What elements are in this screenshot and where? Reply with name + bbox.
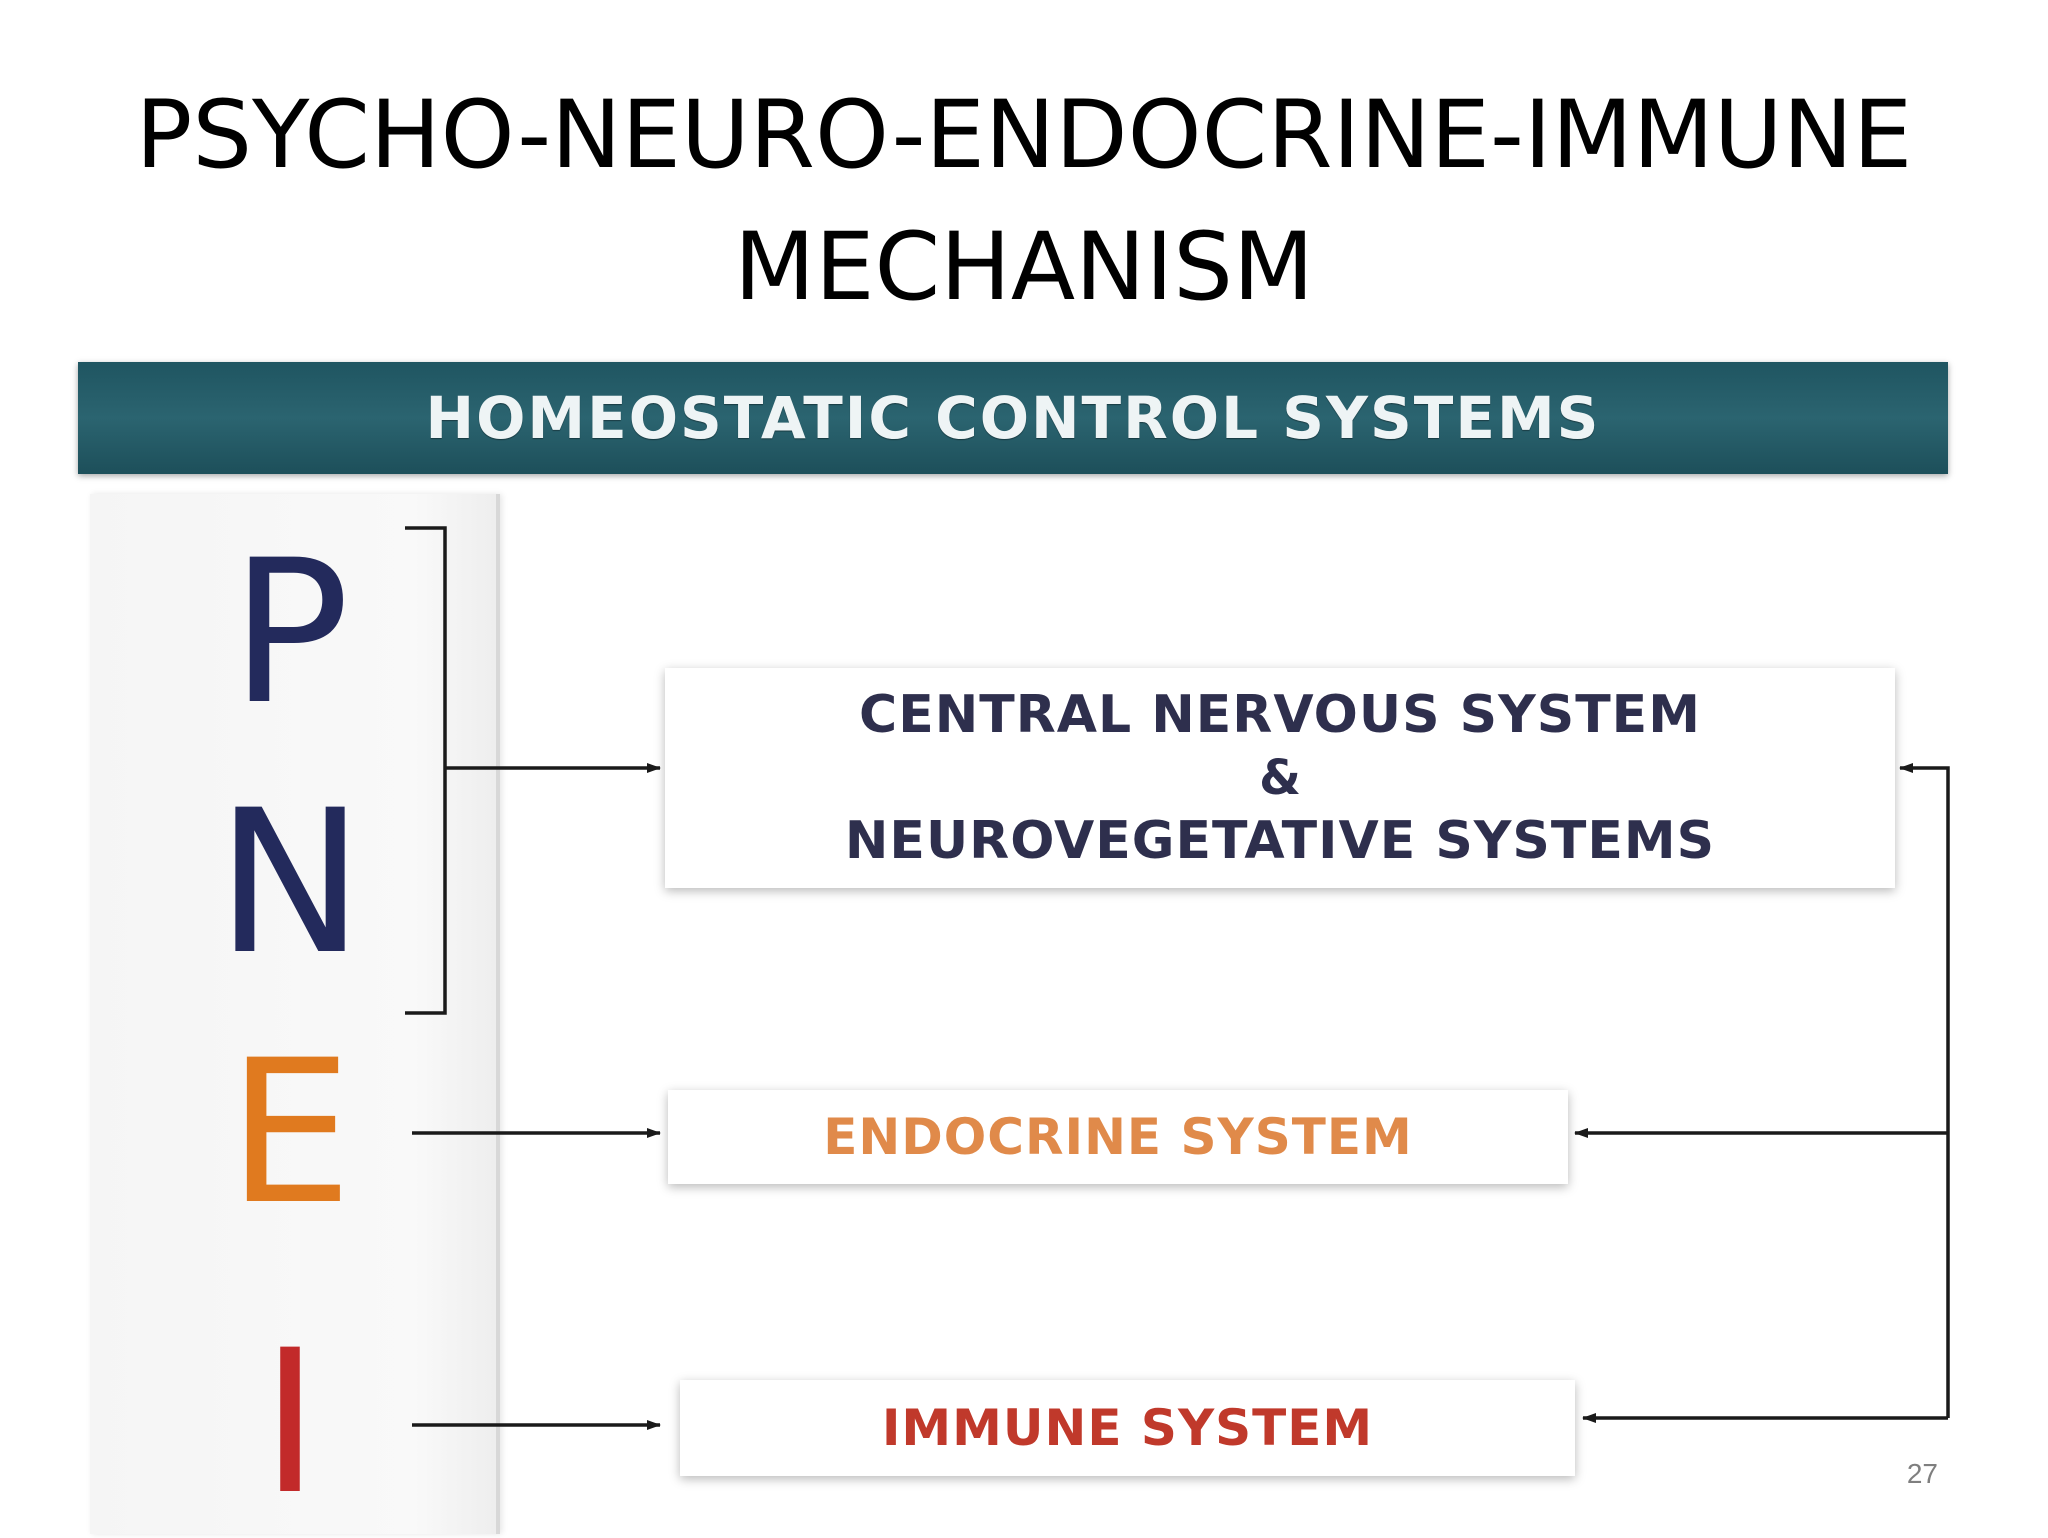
feedback-loop bbox=[1899, 763, 1950, 1418]
endocrine-box: ENDOCRINE SYSTEM bbox=[668, 1090, 1568, 1184]
cns-box: CENTRAL NERVOUS SYSTEM & NEUROVEGETATIVE… bbox=[665, 668, 1895, 888]
immune-box: IMMUNE SYSTEM bbox=[680, 1380, 1575, 1476]
pn-bracket bbox=[405, 526, 447, 1015]
banner-title: HOMEOSTATIC CONTROL SYSTEMS bbox=[425, 384, 1601, 452]
letter-n: N bbox=[215, 767, 365, 998]
slide-title: PSYCHO-NEURO-ENDOCRINE-IMMUNE MECHANISM bbox=[0, 70, 2048, 334]
immune-label: IMMUNE SYSTEM bbox=[881, 1399, 1374, 1457]
letter-i: I bbox=[260, 1307, 320, 1538]
homeostatic-banner: HOMEOSTATIC CONTROL SYSTEMS bbox=[78, 362, 1948, 474]
cns-line-1: CENTRAL NERVOUS SYSTEM bbox=[859, 685, 1701, 745]
slide-title-line-1: PSYCHO-NEURO-ENDOCRINE-IMMUNE bbox=[135, 81, 1913, 190]
pnei-letter-column: P N E I bbox=[90, 494, 500, 1534]
letter-e: E bbox=[227, 1017, 353, 1248]
letter-p: P bbox=[230, 517, 350, 748]
page-number: 27 bbox=[1906, 1458, 1938, 1489]
endocrine-label: ENDOCRINE SYSTEM bbox=[823, 1108, 1413, 1166]
cns-ampersand: & bbox=[1259, 750, 1301, 806]
cns-line-3: NEUROVEGETATIVE SYSTEMS bbox=[844, 811, 1716, 871]
slide-title-line-2: MECHANISM bbox=[734, 213, 1314, 322]
